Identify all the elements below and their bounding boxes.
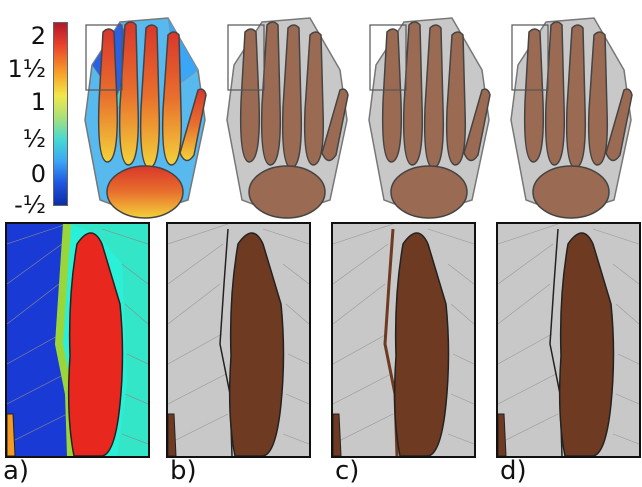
panel-label-a: a)	[3, 456, 30, 486]
zoom-panel-a	[5, 222, 150, 458]
panel-label-b: b)	[170, 456, 197, 486]
panel-label-d: d)	[500, 456, 527, 486]
colorbar-tick-label: 2	[30, 22, 46, 50]
hand-overview-a	[80, 10, 210, 220]
hand-overview-d	[506, 10, 636, 220]
colorbar-tick-label: -½	[14, 191, 46, 219]
zoom-panel-c	[331, 222, 476, 458]
colorbar-tick-label: 0	[30, 160, 46, 188]
panel-label-c: c)	[335, 456, 360, 486]
colorbar-tick-label: ½	[22, 125, 46, 153]
hand-overview-b	[222, 10, 352, 220]
colorbar-tick-label: 1	[30, 88, 46, 116]
hand-overview-c	[364, 10, 494, 220]
zoom-panel-b	[166, 222, 311, 458]
colorbar	[53, 22, 68, 206]
colorbar-tick-label: 1½	[7, 55, 46, 83]
zoom-panel-d	[496, 222, 641, 458]
